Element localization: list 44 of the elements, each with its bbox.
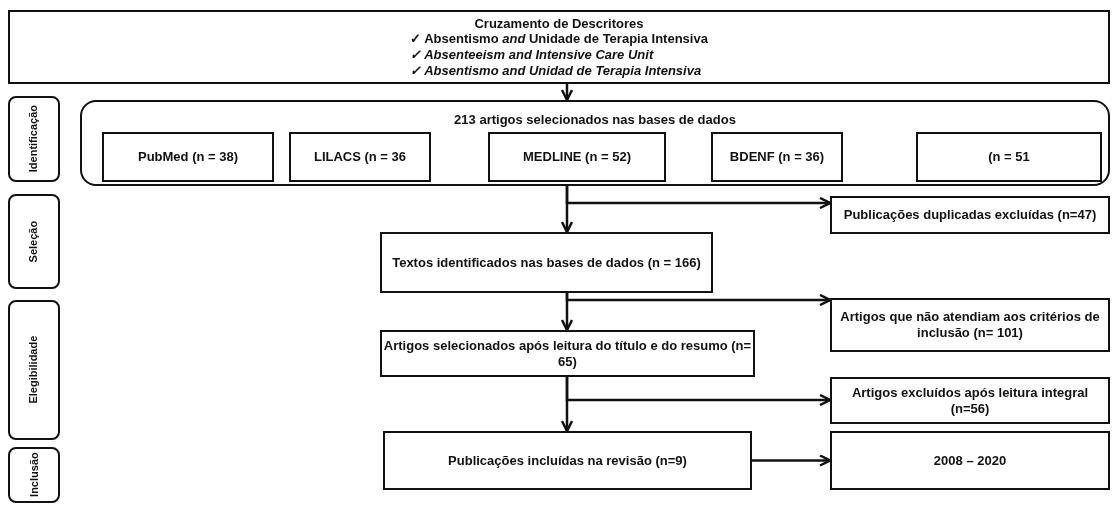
process-box [380, 330, 755, 377]
box-text: Textos identificados nas bases de dados (n = 166) [392, 254, 701, 271]
process-box [383, 431, 752, 490]
process-box [380, 232, 713, 293]
phase-label: Inclusão [27, 452, 41, 498]
phase-band [8, 96, 60, 182]
box-text: Publicações incluídas na revisão (n=9) [448, 452, 687, 469]
heading: Cruzamento de Descritores [474, 15, 644, 32]
search-term: ✓ Absentismo and Unidade de Terapia Intensiva [410, 31, 708, 47]
arrow [560, 84, 574, 102]
box-text: Publicações duplicadas excluídas (n=47) [843, 207, 1097, 223]
phase-label: Elegibilidade [27, 336, 41, 404]
process-box [102, 132, 274, 182]
search-term: ✓ Absentismo and Unidad de Terapia Intensiva [410, 62, 703, 79]
box-text: MEDLINE (n = 52) [523, 149, 631, 165]
database-group [80, 100, 1110, 186]
box-text: BDENF (n = 36) [729, 149, 825, 165]
process-box [830, 196, 1110, 234]
group-title: 213 artigos selecionados nas bases de dados [454, 112, 736, 128]
process-box [916, 132, 1102, 182]
box-text: LILACS (n = 36 [313, 149, 407, 165]
phase-label: Seleção [27, 220, 41, 263]
process-box [830, 431, 1110, 490]
process-box [488, 132, 666, 182]
phase-band [8, 300, 60, 440]
box-text: PubMed (n = 38) [137, 149, 238, 165]
box-text: Artigos selecionados após leitura do título e do resumo (n= 65) [382, 337, 753, 370]
box-text: (n = 51 [988, 149, 1030, 165]
process-box [830, 377, 1110, 424]
box-text: Artigos excluídos após leitura integral (n=56) [850, 384, 1090, 417]
phase-band [8, 447, 60, 503]
process-box [711, 132, 843, 182]
search-term: ✓ Absenteeism and Intensive Care Unit [410, 47, 655, 63]
arrow [565, 186, 832, 210]
process-box [830, 298, 1110, 352]
process-box [289, 132, 431, 182]
arrow [565, 293, 832, 307]
phase-band [8, 194, 60, 289]
search-terms-box [8, 10, 1110, 84]
phase-label: Identificação [27, 105, 41, 173]
arrow [565, 377, 832, 407]
box-text: Artigos que não atendiam aos critérios de inclusão (n= 101) [839, 309, 1101, 341]
box-text: 2008 – 2020 [933, 452, 1007, 469]
arrow [752, 454, 832, 467]
